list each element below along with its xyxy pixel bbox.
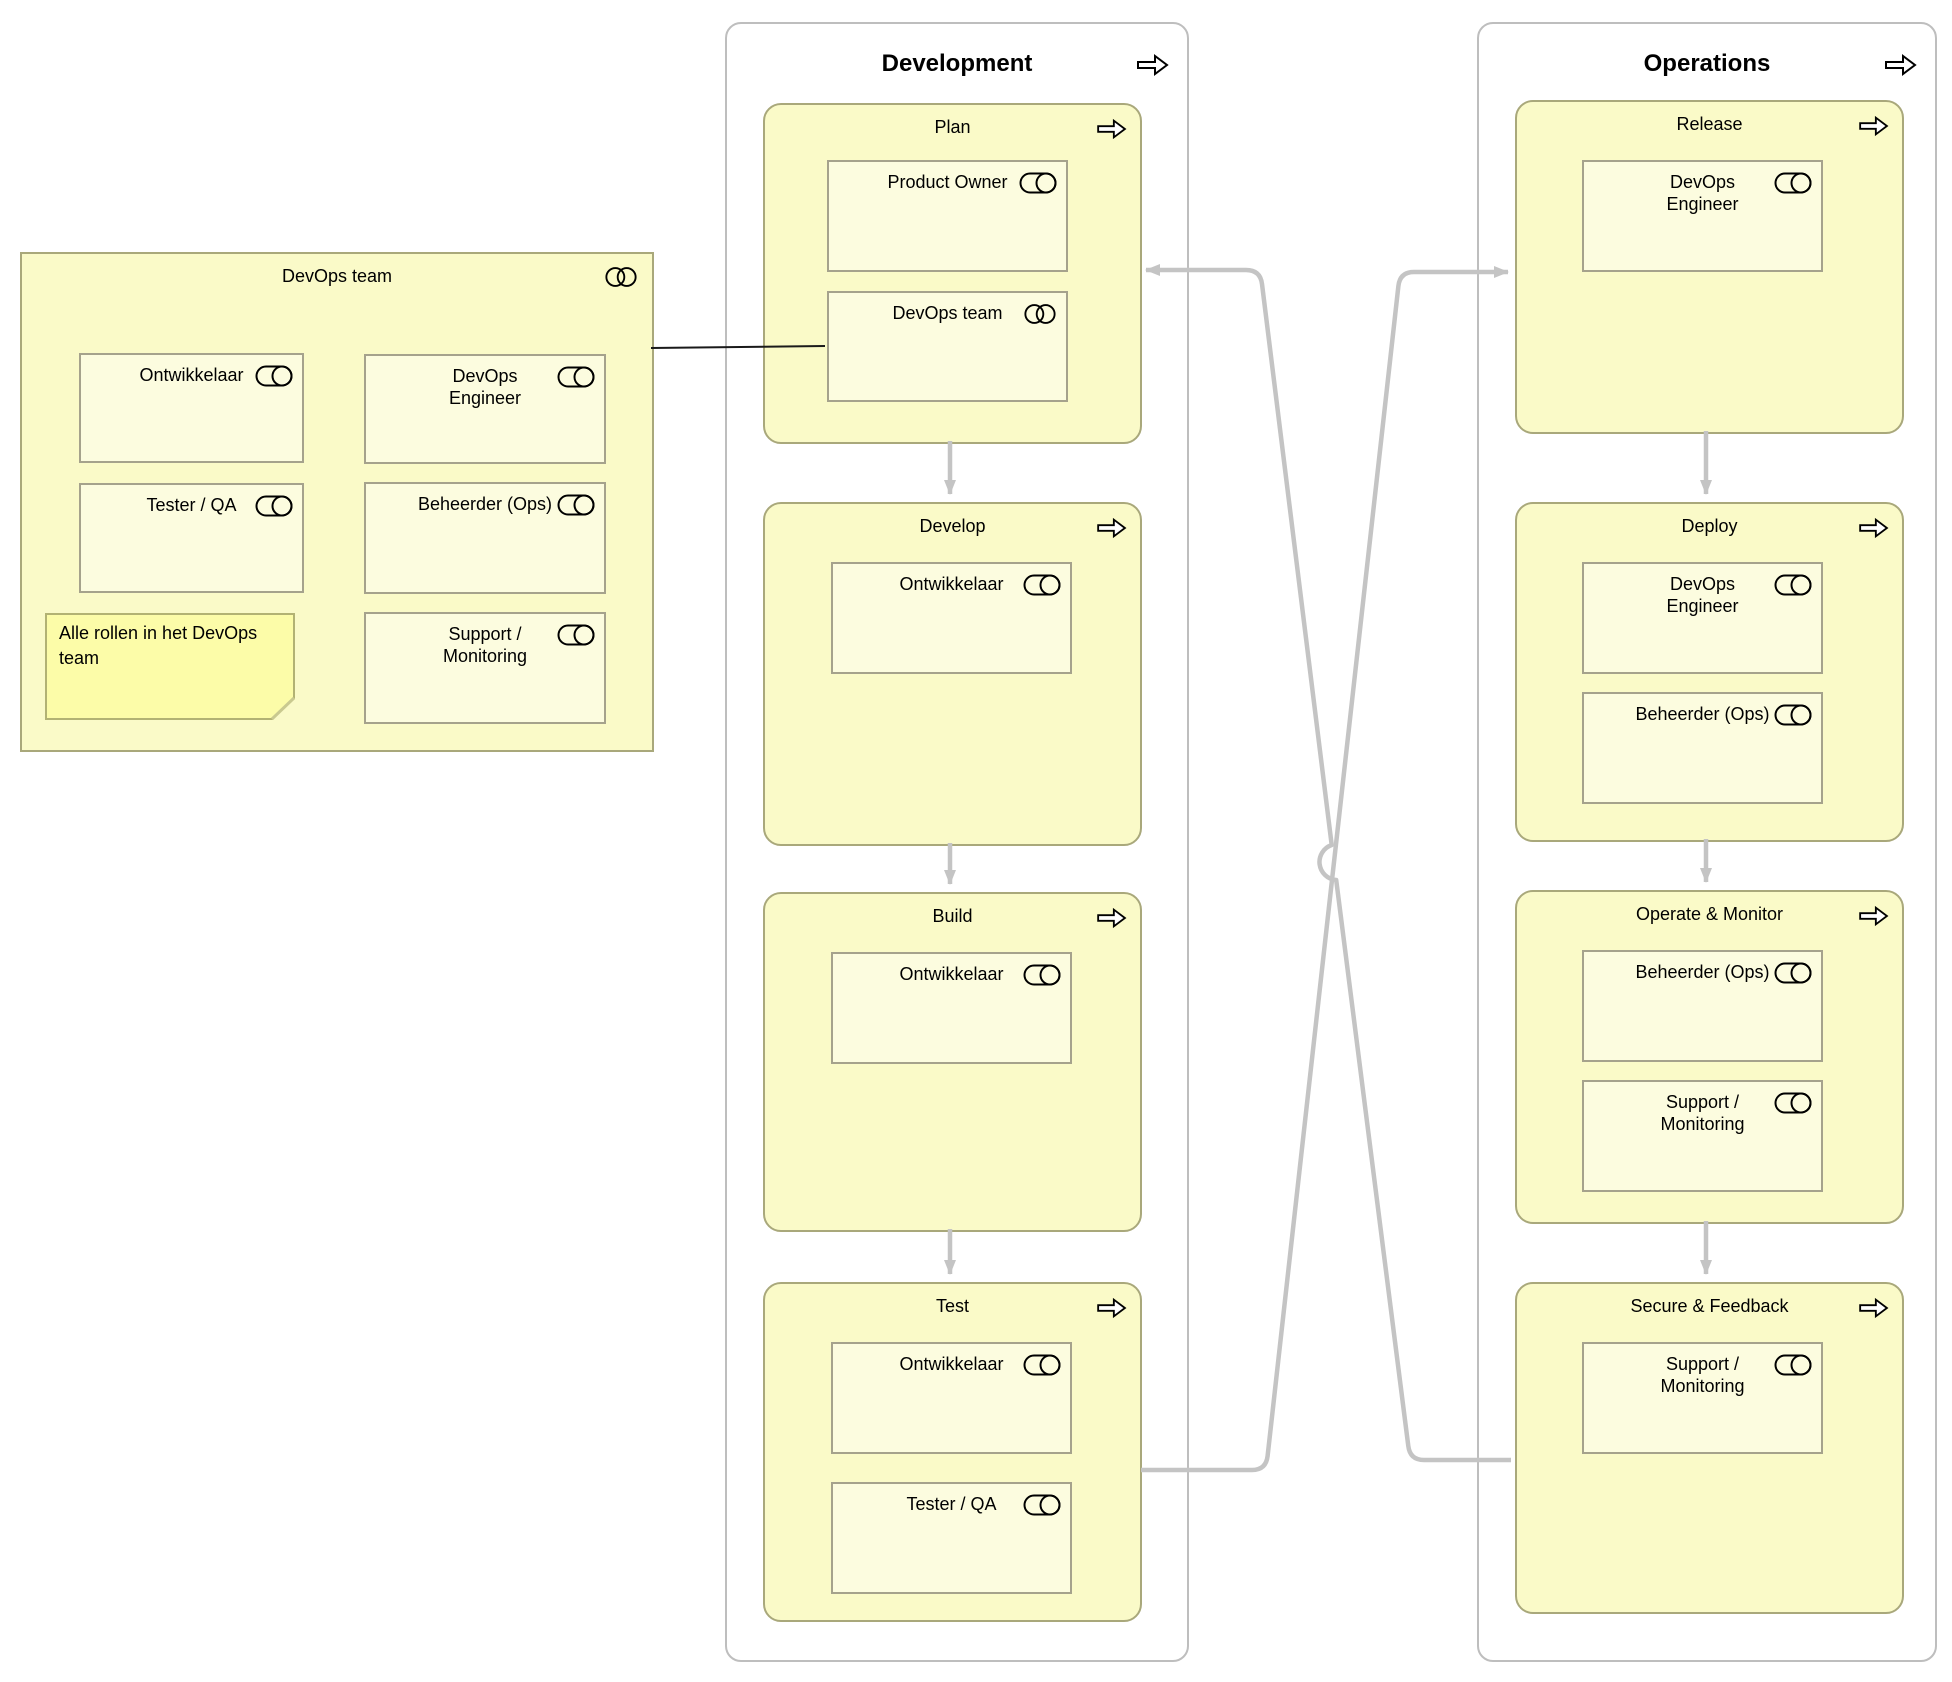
business-role-icon <box>255 364 293 388</box>
business-role-icon <box>1019 171 1057 195</box>
business-role-icon <box>1023 963 1061 987</box>
business-process-icon <box>1858 904 1890 928</box>
note-text: Alle rollen in het DevOps team <box>59 623 258 668</box>
role-product-owner: Product Owner <box>827 160 1068 272</box>
role-tester-qa: Tester / QA <box>79 483 304 593</box>
role-devops-engineer: DevOps Engineer <box>364 354 606 464</box>
role-devops-engineer: DevOps Engineer <box>1582 160 1823 272</box>
role-beheerder-ops: Beheerder (Ops) <box>1582 950 1823 1062</box>
business-role-icon <box>255 494 293 518</box>
business-process-icon <box>1858 114 1890 138</box>
step-deploy: Deploy DevOps Engineer Beheerder (Ops) <box>1515 502 1904 842</box>
step-test: Test Ontwikkelaar Tester / QA <box>763 1282 1142 1622</box>
flow-secure-plan <box>1145 264 1511 1463</box>
role-ontwikkelaar: Ontwikkelaar <box>79 353 304 463</box>
role-ontwikkelaar: Ontwikkelaar <box>831 1342 1072 1454</box>
business-collaboration-icon <box>604 265 638 289</box>
role-devops-engineer: DevOps Engineer <box>1582 562 1823 674</box>
business-role-icon <box>1774 1353 1812 1377</box>
step-plan: Plan Product Owner DevOps team <box>763 103 1142 444</box>
role-ontwikkelaar: Ontwikkelaar <box>831 952 1072 1064</box>
business-process-icon <box>1096 1296 1128 1320</box>
business-role-icon <box>557 493 595 517</box>
role-ontwikkelaar: Ontwikkelaar <box>831 562 1072 674</box>
business-collaboration-icon <box>1023 302 1057 326</box>
operations-lane-title: Operations <box>1643 50 1771 77</box>
business-process-icon <box>1096 516 1128 540</box>
business-role-icon <box>1023 1353 1061 1377</box>
note-alle-rollen: Alle rollen in het DevOps team <box>45 613 295 720</box>
role-beheerder-ops: Beheerder (Ops) <box>364 482 606 594</box>
step-release: Release DevOps Engineer <box>1515 100 1904 434</box>
business-process-icon <box>1096 117 1128 141</box>
business-role-icon <box>1774 171 1812 195</box>
business-process-icon <box>1883 52 1919 78</box>
development-lane-title: Development <box>881 50 1033 77</box>
step-develop: Develop Ontwikkelaar <box>763 502 1142 846</box>
business-role-icon <box>1774 961 1812 985</box>
business-role-icon <box>557 623 595 647</box>
role-beheerder-ops: Beheerder (Ops) <box>1582 692 1823 804</box>
flow-test-release <box>1141 266 1509 1473</box>
business-role-icon <box>1023 1493 1061 1517</box>
business-role-icon <box>1774 1091 1812 1115</box>
business-role-icon <box>557 365 595 389</box>
business-process-icon <box>1096 906 1128 930</box>
business-process-icon <box>1858 516 1890 540</box>
role-support-monitoring: Support / Monitoring <box>1582 1342 1823 1454</box>
step-operate-monitor: Operate & Monitor Beheerder (Ops) Suppor… <box>1515 890 1904 1224</box>
business-role-icon <box>1774 573 1812 597</box>
devops-team-group: DevOps team Ontwikkelaar DevOps Engineer… <box>20 252 654 752</box>
business-role-icon <box>1023 573 1061 597</box>
role-support-monitoring: Support / Monitoring <box>364 612 606 724</box>
business-process-icon <box>1858 1296 1890 1320</box>
step-build: Build Ontwikkelaar <box>763 892 1142 1232</box>
business-process-icon <box>1135 52 1171 78</box>
business-role-icon <box>1774 703 1812 727</box>
collab-devops-team: DevOps team <box>827 291 1068 402</box>
role-tester-qa: Tester / QA <box>831 1482 1072 1594</box>
devops-team-group-title: DevOps team <box>281 266 393 286</box>
role-support-monitoring: Support / Monitoring <box>1582 1080 1823 1192</box>
step-secure-feedback: Secure & Feedback Support / Monitoring <box>1515 1282 1904 1614</box>
